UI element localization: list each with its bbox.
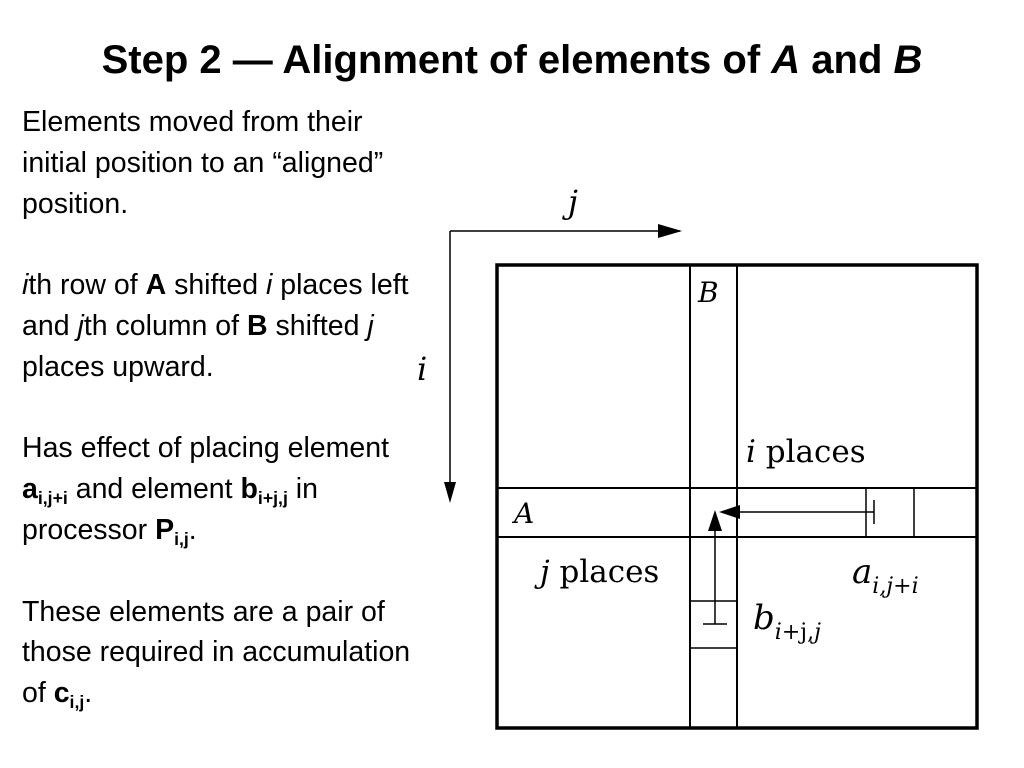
p4-t2: . <box>84 677 93 710</box>
label-j-places: j places <box>534 554 659 590</box>
p2-t4: th column of <box>83 309 247 342</box>
label-j-places-text: places <box>550 554 660 590</box>
label-a: A <box>511 497 534 530</box>
p3-t1: Has effect of placing element <box>22 432 390 465</box>
p3-b1: a <box>22 473 38 506</box>
p2-i3: j <box>77 309 84 342</box>
axis-i-arrowhead <box>444 482 456 503</box>
p4-t1: These elements are a pair of those requi… <box>22 595 411 710</box>
title-and: and <box>800 38 894 82</box>
p3-s1: i,j+i <box>37 488 68 509</box>
axis-i-label: i <box>417 350 427 388</box>
p2-i1: i <box>22 269 29 302</box>
label-i-places-var: i <box>746 434 756 470</box>
p2-i2: i <box>265 269 273 302</box>
title-a: A <box>771 38 801 82</box>
p3-t2: and element <box>67 473 241 506</box>
alignment-diagram: j i B A i places j places ai,j+i bi+j,j <box>417 183 979 730</box>
p3-b3: P <box>155 513 175 546</box>
p3-t3: in processor <box>22 473 318 546</box>
p3-s3: i,j <box>174 529 189 550</box>
paragraph-2: ith row of A shifted i places left and j… <box>22 265 422 387</box>
paragraph-4: These elements are a pair of those requi… <box>22 592 422 714</box>
label-i-places-text: places <box>756 434 866 470</box>
body-text: Elements moved from their initial positi… <box>22 102 422 714</box>
label-a-element-base: a <box>852 552 872 592</box>
p2-b1: A <box>145 269 167 302</box>
p2-t6: places upward. <box>22 350 214 383</box>
title-b: B <box>893 38 923 82</box>
title-prefix: Step 2 — Alignment of elements of <box>101 38 772 82</box>
slide-title: Step 2 — Alignment of elements of A and … <box>0 34 1024 86</box>
label-i-places: i places <box>746 434 866 470</box>
p2-t5: shifted <box>267 309 368 342</box>
label-b: B <box>697 276 719 309</box>
axis-j-label: j <box>562 183 578 221</box>
label-b-element: bi+j,j <box>753 598 821 645</box>
label-b-element-sub-mid: +j, <box>782 620 814 645</box>
label-a-element-sub: i,j+i <box>872 574 918 599</box>
p4-s1: i,j <box>69 692 85 713</box>
p2-t3: places left and <box>22 269 409 342</box>
b-shift-arrowhead <box>708 510 722 531</box>
a-shift-arrowhead <box>719 505 740 519</box>
p3-b2: b <box>240 473 258 506</box>
label-a-element: ai,j+i <box>852 552 919 599</box>
p2-t2: shifted <box>166 269 266 302</box>
paragraph-3: Has effect of placing element ai,j+i and… <box>22 428 422 550</box>
p2-i4: j <box>367 309 374 342</box>
p3-t4: . <box>188 513 197 546</box>
label-j-places-var: j <box>534 554 550 590</box>
label-b-element-base: b <box>753 598 775 638</box>
p2-b2: B <box>247 309 268 342</box>
paragraph-1: Elements moved from their initial positi… <box>22 106 384 220</box>
label-b-element-sub-i: i <box>775 620 782 645</box>
p4-b1: c <box>53 677 70 710</box>
p3-s2: i+j,j <box>257 488 288 509</box>
p2-t1: th row of <box>28 269 146 302</box>
